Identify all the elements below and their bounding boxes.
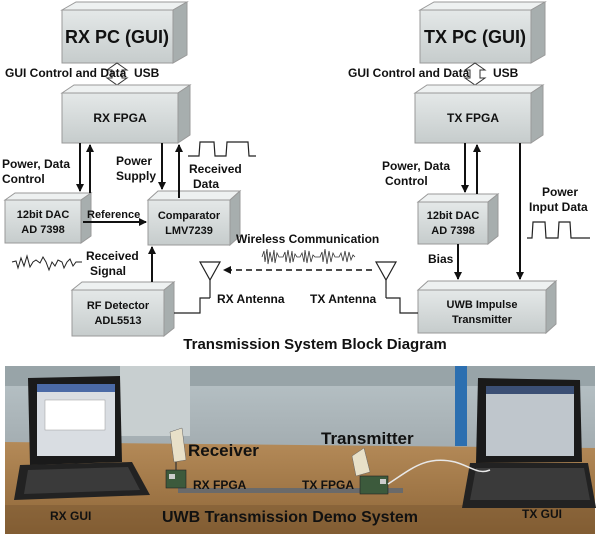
receiver-label: Receiver	[188, 441, 259, 460]
transmitter-hardware	[351, 447, 491, 495]
rf-detector-block: RF Detector ADL5513	[70, 280, 176, 338]
rx-usb-label: USB	[134, 66, 160, 80]
tx-pc-label: TX PC (GUI)	[424, 27, 526, 47]
rx-gui-label: RX GUI	[50, 509, 91, 523]
tx-pc-block: TX PC (GUI)	[418, 1, 547, 64]
reference-label: Reference	[87, 209, 140, 221]
power-input-data-line1: Power	[542, 185, 578, 199]
bias-label: Bias	[428, 252, 454, 266]
uwb-tx-line2: Transmitter	[452, 314, 513, 326]
rx-dac-block: 12bit DAC AD 7398	[3, 192, 93, 244]
received-signal-line2: Signal	[90, 264, 126, 278]
received-data-line1: Received	[189, 162, 242, 176]
rx-laptop	[14, 376, 150, 500]
rx-gui-link-label: GUI Control and Data	[5, 66, 127, 80]
rx-antenna	[174, 261, 222, 314]
tx-dac-block: 12bit DAC AD 7398	[416, 192, 500, 246]
power-supply-line2: Supply	[116, 169, 156, 183]
comparator-block: Comparator LMV7239	[146, 189, 242, 247]
rx-power-data-control-line2: Control	[2, 172, 45, 186]
received-signal-waveform	[11, 254, 82, 272]
tx-laptop	[462, 378, 596, 508]
tx-antenna	[374, 261, 418, 314]
uwb-transmitter-block: UWB Impulse Transmitter	[416, 279, 558, 335]
demo-photo: Receiver Transmitter RX FPGA TX FPGA RX …	[5, 366, 596, 534]
tx-power-data-control-line1: Power, Data	[382, 159, 450, 173]
rx-antenna-label: RX Antenna	[217, 292, 285, 306]
rx-connections	[76, 143, 183, 282]
rf-detector-line2: ADL5513	[94, 315, 141, 327]
tx-dac-line1: 12bit DAC	[427, 210, 480, 222]
power-input-data-line2: Input Data	[529, 200, 588, 214]
tx-fpga-block: TX FPGA	[413, 84, 545, 144]
received-data-waveform	[188, 141, 256, 157]
transmitter-label: Transmitter	[321, 429, 414, 448]
uwb-tx-line1: UWB Impulse	[447, 299, 518, 311]
comparator-line1: Comparator	[158, 210, 221, 222]
input-data-waveform	[527, 221, 590, 239]
received-data-line2: Data	[193, 177, 219, 191]
wireless-communication-label: Wireless Communication	[236, 232, 379, 246]
rx-fpga-block: RX FPGA	[60, 84, 192, 144]
rx-pc-label: RX PC (GUI)	[65, 27, 169, 47]
photo-title: UWB Transmission Demo System	[162, 509, 418, 526]
wireless-signal-waveform	[261, 248, 356, 265]
power-supply-line1: Power	[116, 154, 152, 168]
tx-dac-line2: AD 7398	[431, 225, 474, 237]
photo-tx-fpga-label: TX FPGA	[302, 478, 354, 492]
tx-power-data-control-line2: Control	[385, 174, 428, 188]
photo-rx-fpga-label: RX FPGA	[193, 478, 247, 492]
rx-dac-line1: 12bit DAC	[17, 209, 70, 221]
comparator-line2: LMV7239	[165, 225, 213, 237]
tx-fpga-label: TX FPGA	[447, 111, 499, 125]
rf-detector-line1: RF Detector	[87, 300, 150, 312]
tx-gui-link-label: GUI Control and Data	[348, 66, 470, 80]
tx-connections	[454, 143, 524, 280]
rx-pc-block: RX PC (GUI)	[60, 1, 189, 64]
received-signal-line1: Received	[86, 249, 139, 263]
rx-fpga-label: RX FPGA	[93, 111, 147, 125]
tx-antenna-label: TX Antenna	[310, 292, 377, 306]
receiver-hardware	[165, 427, 187, 489]
rx-dac-line2: AD 7398	[21, 224, 64, 236]
rx-power-data-control-line1: Power, Data	[2, 157, 70, 171]
diagram-title: Transmission System Block Diagram	[183, 336, 446, 353]
tx-gui-label: TX GUI	[522, 507, 562, 521]
tx-usb-label: USB	[493, 66, 519, 80]
